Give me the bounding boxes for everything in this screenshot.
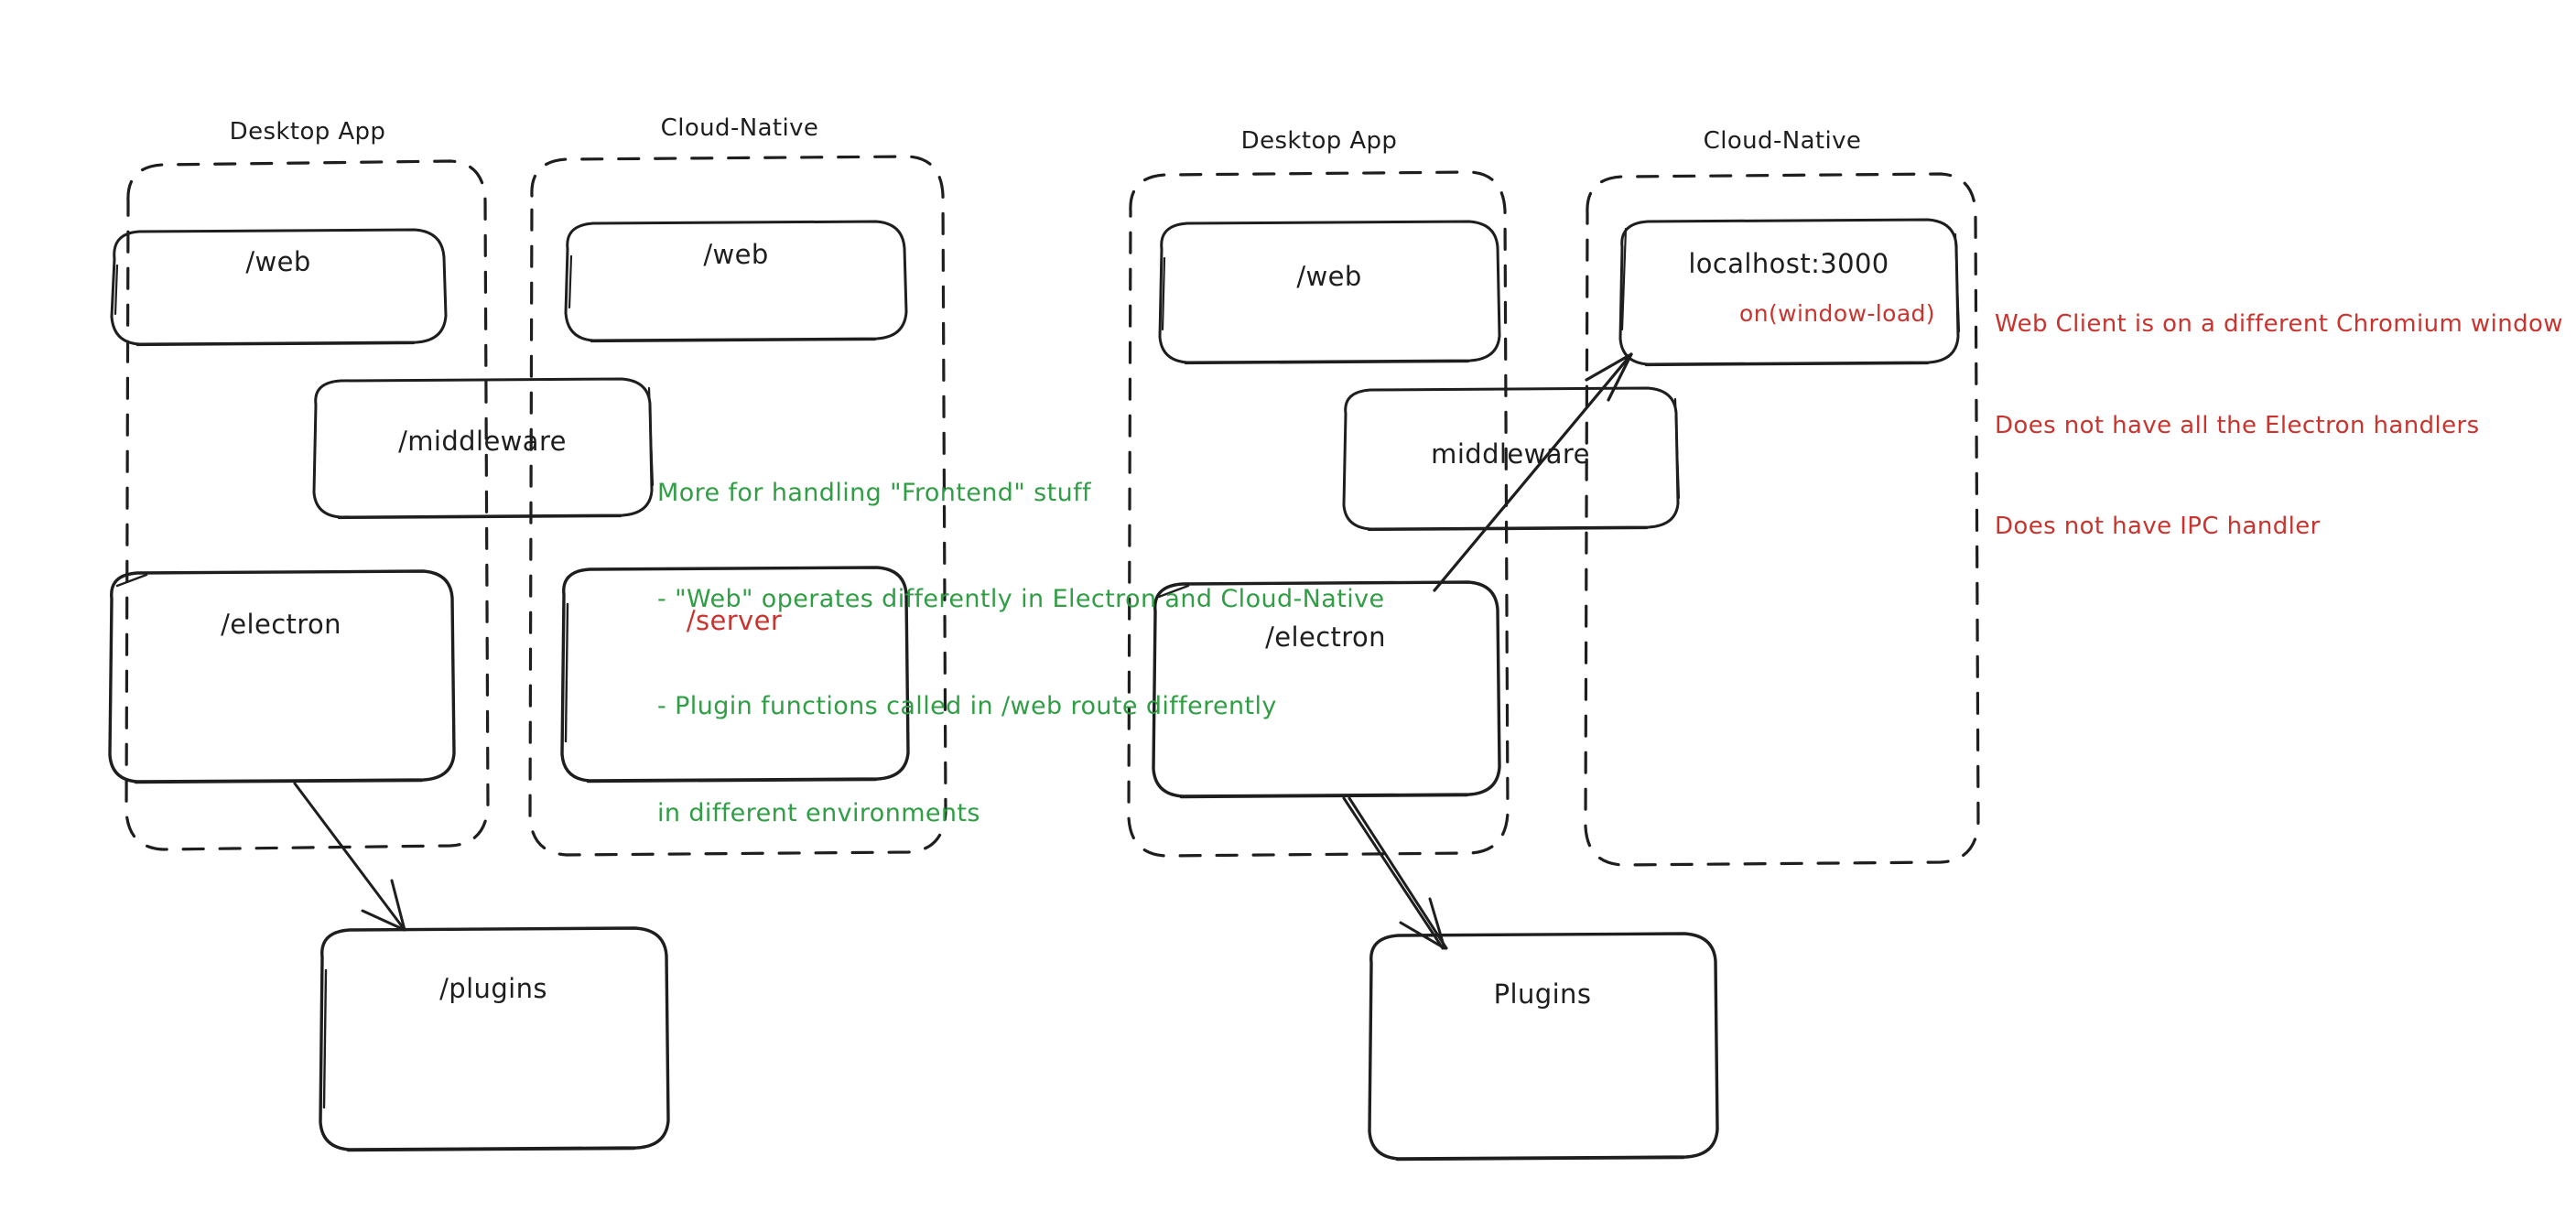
left-box-label-electron: /electron — [221, 609, 341, 640]
left-group-label-cloud-native: Cloud-Native — [660, 114, 819, 142]
left-box-label-middleware: /middleware — [398, 426, 567, 457]
left-box-middleware-outline — [312, 377, 655, 520]
left-box-electron-outline — [108, 569, 456, 784]
left-box-label-server: /server — [686, 605, 783, 636]
green-annotation-note: More for handling "Frontend" stuff - "We… — [657, 405, 1385, 902]
left-box-server-outline — [560, 566, 910, 784]
right-box-plugins-outline — [1368, 932, 1719, 1162]
right-box-label-plugins: Plugins — [1493, 978, 1592, 1010]
right-box-label-web-desktop: /web — [1296, 261, 1362, 292]
right-box-label-middleware: middleware — [1431, 438, 1590, 470]
right-box-label-localhost: localhost:3000 — [1688, 248, 1889, 279]
right-group-label-cloud-native: Cloud-Native — [1703, 127, 1862, 155]
right-arrow-electron-to-plugins — [1342, 796, 1448, 950]
left-box-label-web-desktop: /web — [245, 246, 311, 277]
left-group-desktop-app-outline — [124, 159, 490, 851]
left-group-label-desktop-app: Desktop App — [229, 118, 386, 146]
left-box-plugins-outline — [319, 926, 670, 1152]
red-annotation-line-2: Does not have all the Electron handlers — [1995, 411, 2480, 439]
left-group-cloud-native-outline — [528, 155, 947, 857]
right-group-label-desktop-app: Desktop App — [1240, 127, 1398, 155]
left-box-web-desktop-outline — [110, 228, 448, 347]
red-annotation-line-3: Does not have IPC handler — [1995, 513, 2321, 541]
right-group-desktop-app[interactable] — [1129, 172, 1508, 856]
left-box-label-web-cloud: /web — [703, 239, 769, 270]
right-box-middleware-outline — [1342, 386, 1681, 532]
right-box-sublabel-on-window-load: on(window-load) — [1739, 300, 1935, 327]
left-box-label-plugins: /plugins — [439, 973, 547, 1004]
green-annotation-line-4: in different environments — [657, 798, 980, 827]
green-annotation-line-2: - "Web" operates differently in Electron… — [657, 585, 1385, 614]
red-annotation-line-1: Web Client is on a different Chromium wi… — [1995, 309, 2563, 338]
right-shape-plugins[interactable] — [1369, 934, 1717, 1159]
left-arrow-electron-to-plugins — [293, 782, 406, 932]
right-group-cloud-native[interactable] — [1586, 174, 1978, 865]
left-box-web-cloud-outline — [564, 220, 908, 343]
right-group-cloud-native-outline — [1584, 172, 1980, 867]
right-box-label-electron: /electron — [1265, 621, 1386, 653]
right-box-electron-outline — [1152, 580, 1501, 799]
green-annotation-line-1: More for handling "Frontend" stuff — [657, 478, 1091, 507]
right-arrow-electron-to-localhost — [1433, 352, 1633, 592]
right-box-localhost-outline — [1618, 218, 1961, 367]
red-annotation-note: Web Client is on a different Chromium wi… — [1995, 240, 2563, 611]
right-box-web-desktop-outline — [1158, 220, 1501, 365]
green-annotation-line-3: - Plugin functions called in /web route … — [657, 692, 1277, 720]
left-group-desktop-app[interactable] — [126, 161, 488, 849]
right-group-desktop-app-outline — [1127, 170, 1510, 858]
left-group-cloud-native[interactable] — [530, 157, 946, 855]
left-shape-plugins[interactable] — [320, 928, 668, 1150]
